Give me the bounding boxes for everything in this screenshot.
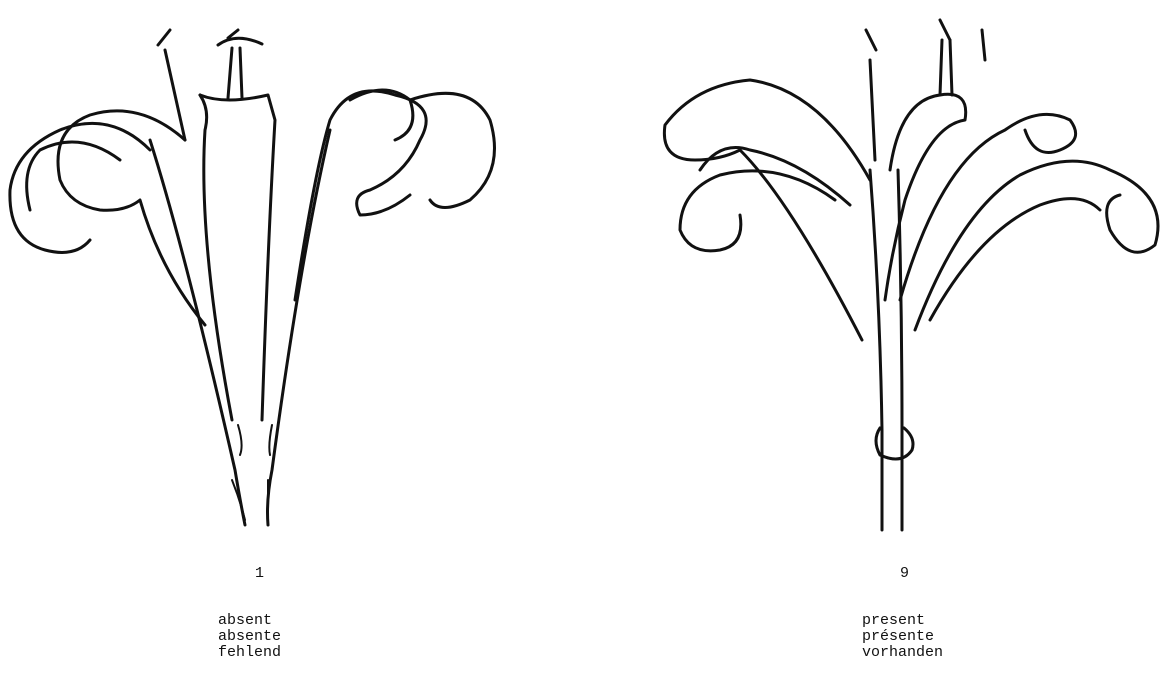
figure-number: 9 xyxy=(900,566,909,582)
anther xyxy=(940,20,985,60)
petal-center xyxy=(885,94,966,300)
tube-left-edge xyxy=(870,170,882,530)
corolla-left-edge xyxy=(150,140,245,525)
stigma xyxy=(218,30,262,45)
petal-left-upper xyxy=(664,80,870,340)
flower-drawing-present xyxy=(640,0,1176,540)
petal-left-lower xyxy=(680,171,835,251)
flower-illustration xyxy=(0,0,520,540)
figure-number: 1 xyxy=(255,566,264,582)
petal-right-upper xyxy=(900,114,1076,300)
label-english: present xyxy=(862,613,943,629)
corolla-right-edge xyxy=(268,130,331,525)
label-german: fehlend xyxy=(218,645,281,661)
label-french: présente xyxy=(862,629,943,645)
style xyxy=(940,40,952,95)
stamen-filament xyxy=(866,30,876,160)
flower-drawing-absent xyxy=(0,0,520,540)
style xyxy=(228,48,242,98)
anther xyxy=(158,30,170,45)
figure-labels: absent absente fehlend xyxy=(218,613,281,661)
label-french: absente xyxy=(218,629,281,645)
flower-illustration xyxy=(640,0,1176,540)
figure-labels: present présente vorhanden xyxy=(862,613,943,661)
petal-right-lower xyxy=(915,161,1158,330)
tube-left-edge xyxy=(200,95,232,420)
nectary-mark xyxy=(238,425,272,455)
label-english: absent xyxy=(218,613,281,629)
label-german: vorhanden xyxy=(862,645,943,661)
petal-right-fold xyxy=(930,199,1100,320)
